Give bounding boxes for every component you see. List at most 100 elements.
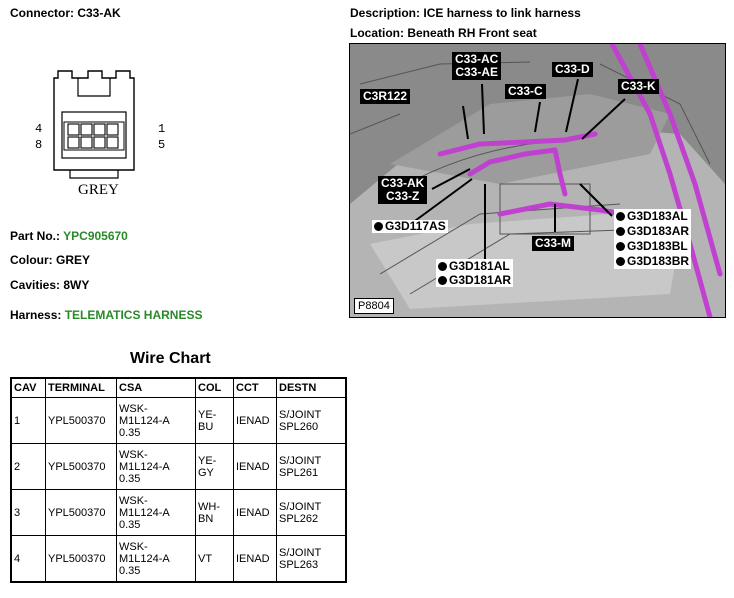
callout-c33-c[interactable]: C33-C [505,84,546,99]
ground-dot-icon [616,227,625,236]
cell-cav: 4 [10,535,46,583]
ground-dot-icon [616,257,625,266]
diagram-code: P8804 [354,298,394,314]
cell-col-line: WH- [198,500,220,513]
part-label: Part No.: [10,229,61,243]
connector-drawing: 4 8 1 5 GREY [30,66,180,206]
cell-destn-line: SPL260 [279,420,319,433]
wire-chart-title: Wire Chart [130,350,211,367]
cell-col: VT [195,535,234,583]
callout-c33-ac-ae[interactable]: C33-AC C33-AE [452,52,502,80]
col-header-cav: CAV [10,377,46,398]
table-header-row: CAV TERMINAL CSA COL CCT DESTN [10,377,347,398]
ground-g3d117as-text: G3D117AS [385,219,446,233]
cell-destn-line: S/JOINT [279,408,322,421]
callout-c33-d[interactable]: C33-D [552,62,593,77]
cell-csa-line: 0.35 [119,518,141,531]
cell-csa-line: WSK- [119,540,148,553]
cell-csa-line: WSK- [119,402,148,415]
connector-face-icon [53,70,135,179]
cell-cct: IENAD [233,489,277,536]
ground-g3d183br-text: G3D183BR [627,254,690,268]
cell-csa-line: WSK- [119,494,148,507]
callout-c33-k-text: C33-K [621,79,656,93]
cell-csa-line: M1L124-A [119,552,170,565]
ground-g3d183ar-text: G3D183AR [627,224,690,238]
cell-csa-line: 0.35 [119,564,141,577]
cell-col: YE-GY [195,443,234,490]
location-value: Beneath RH Front seat [407,26,537,40]
cell-cav: 1 [10,397,46,444]
cell-destn-line: S/JOINT [279,546,322,559]
cell-col-line: YE- [198,408,217,421]
wire-chart-table: CAV TERMINAL CSA COL CCT DESTN 1 YPL5003… [10,377,347,583]
cell-cct: IENAD [233,535,277,583]
cell-col: YE-BU [195,397,234,444]
ground-g3d117as[interactable]: G3D117AS [372,220,448,233]
cell-destn-line: SPL262 [279,512,319,525]
pin-number-bottom-right: 5 [158,138,166,152]
callout-c33-ac: C33-AC [455,52,499,66]
cell-csa-line: M1L124-A [119,414,170,427]
cell-csa-line: M1L124-A [119,460,170,473]
harness-label: Harness: [10,308,62,322]
ground-g3d183al-text: G3D183AL [627,209,688,223]
cell-terminal: YPL500370 [45,443,117,490]
cell-terminal: YPL500370 [45,535,117,583]
ground-dot-icon [616,212,625,221]
col-header-terminal: TERMINAL [45,377,117,398]
description-label: Description: [350,6,421,20]
connector-label: Connector: [10,6,74,20]
location-label: Location: [350,26,404,40]
harness-value[interactable]: TELEMATICS HARNESS [64,308,203,322]
callout-c33-m[interactable]: C33-M [532,236,575,251]
callout-c33-ak-z[interactable]: C33-AK C33-Z [378,176,428,204]
cell-csa-line: M1L124-A [119,506,170,519]
cell-col-line: GY [198,466,214,479]
cell-col-line: VT [198,552,213,565]
ground-g3d181ar-text: G3D181AR [449,273,512,287]
cell-csa-line: WSK- [119,448,148,461]
cavities-value: 8WY [63,278,90,292]
cell-destn-line: SPL261 [279,466,319,479]
ground-g3d183[interactable]: G3D183AL G3D183AR G3D183BL G3D183BR [614,209,692,269]
pin-number-top-left: 4 [35,122,43,136]
callout-c33-k[interactable]: C33-K [618,79,659,94]
ground-dot-icon [438,262,447,271]
cell-cav: 2 [10,443,46,490]
cell-csa-line: 0.35 [119,472,141,485]
callout-c33-m-text: C33-M [535,236,572,250]
callout-c3r122[interactable]: C3R122 [360,89,411,104]
callout-c3r122-text: C3R122 [363,89,408,103]
cell-terminal: YPL500370 [45,489,117,536]
part-value[interactable]: YPC905670 [63,229,128,243]
callout-c33-z: C33-Z [386,189,420,203]
callout-c33-ae: C33-AE [455,65,499,79]
col-header-col: COL [195,377,234,398]
callout-c33-c-text: C33-C [508,84,543,98]
location-line: Location: Beneath RH Front seat [350,26,537,40]
description-line: Description: ICE harness to link harness [350,6,581,20]
cell-cav: 3 [10,489,46,536]
cell-destn-line: S/JOINT [279,454,322,467]
description-value: ICE harness to link harness [423,6,581,20]
cell-col-line: YE- [198,454,217,467]
part-line: Part No.: YPC905670 [10,229,128,243]
cavities-label: Cavities: [10,278,61,292]
ground-dot-icon [374,222,383,231]
cell-col: WH-BN [195,489,234,536]
ground-g3d181[interactable]: G3D181AL G3D181AR [436,259,514,287]
cell-cct: IENAD [233,443,277,490]
connector-color-text: GREY [78,182,119,198]
